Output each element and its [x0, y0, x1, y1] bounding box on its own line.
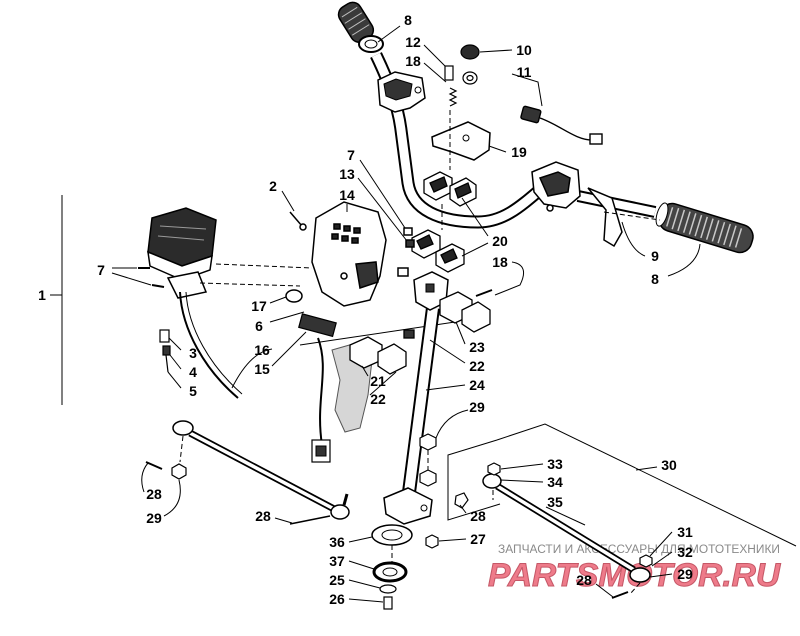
part-number: 22	[370, 391, 386, 407]
part-number: 28	[470, 508, 486, 524]
part-number: 31	[677, 524, 693, 540]
part-number: 23	[469, 339, 485, 355]
part-number: 16	[254, 342, 270, 358]
steering-post	[401, 307, 440, 501]
right-tie-rod	[482, 462, 653, 599]
left-tie-rod	[145, 420, 350, 525]
part-number: 17	[251, 298, 267, 314]
part-number: 34	[547, 474, 563, 490]
pod-grommet	[285, 289, 303, 303]
top-hardware	[444, 44, 480, 107]
cable-connectors	[159, 329, 171, 373]
right-grip	[655, 202, 754, 254]
wiring-harness	[298, 313, 337, 463]
part-number: 12	[405, 34, 421, 50]
speedometer-cable	[179, 291, 243, 399]
part-number: 14	[339, 187, 355, 203]
part-number: 24	[469, 377, 485, 393]
part-number: 6	[255, 318, 263, 334]
assembly-outline-lines	[50, 195, 797, 547]
part-number: 25	[329, 572, 345, 588]
part-number: 29	[469, 399, 485, 415]
part-number: 4	[189, 364, 197, 380]
part-number: 18	[405, 53, 421, 69]
throttle-housing	[531, 161, 581, 212]
part-number: 11	[516, 64, 532, 80]
kill-switch-cable	[520, 105, 603, 145]
explode-lines	[179, 110, 661, 595]
part-number: 10	[516, 42, 532, 58]
speedometer	[138, 207, 217, 299]
part-number: 13	[339, 166, 355, 182]
watermark-caption: ЗАПЧАСТИ И АКСЕССУАРЫ ДЛЯ МОТОТЕХНИКИ	[498, 544, 780, 556]
part-number: 18	[492, 254, 508, 270]
part-number: 7	[347, 147, 355, 163]
part-number: 28	[146, 486, 162, 502]
bracket-19	[431, 121, 491, 161]
part-number: 28	[576, 572, 592, 588]
handlebar-top-clamp	[377, 71, 426, 113]
part-number: 1	[38, 287, 46, 303]
part-number: 7	[97, 262, 105, 278]
part-number: 19	[511, 144, 527, 160]
part-number: 20	[492, 233, 508, 249]
post-nuts	[419, 433, 437, 487]
leader-lines	[111, 25, 701, 603]
part-number: 37	[329, 553, 345, 569]
part-number: 8	[404, 12, 412, 28]
part-number: 35	[547, 494, 563, 510]
instrument-pod	[311, 201, 387, 307]
part-number: 36	[329, 534, 345, 550]
pod-screws	[289, 211, 415, 277]
part-number: 3	[189, 345, 197, 361]
throttle-sleeve	[576, 190, 657, 218]
grip-ring	[358, 35, 384, 53]
part-number: 9	[651, 248, 659, 264]
part-number: 26	[329, 591, 345, 607]
part-number: 15	[254, 361, 270, 377]
part-number: 5	[189, 383, 197, 399]
part-number: 21	[370, 373, 386, 389]
part-number: 2	[269, 178, 277, 194]
part-number: 27	[470, 531, 486, 547]
clamp-blocks-lower	[349, 289, 493, 375]
brake-lever	[587, 187, 623, 248]
part-number: 22	[469, 358, 485, 374]
pitman-arm	[383, 487, 433, 525]
part-number: 29	[146, 510, 162, 526]
part-number: 8	[651, 271, 659, 287]
part-number: 32	[677, 544, 693, 560]
part-number: 28	[255, 508, 271, 524]
clamp-blocks-20	[411, 171, 477, 273]
lower-bearing-stack	[371, 492, 469, 610]
part-number: 30	[661, 457, 677, 473]
part-number: 33	[547, 456, 563, 472]
part-number: 29	[677, 566, 693, 582]
